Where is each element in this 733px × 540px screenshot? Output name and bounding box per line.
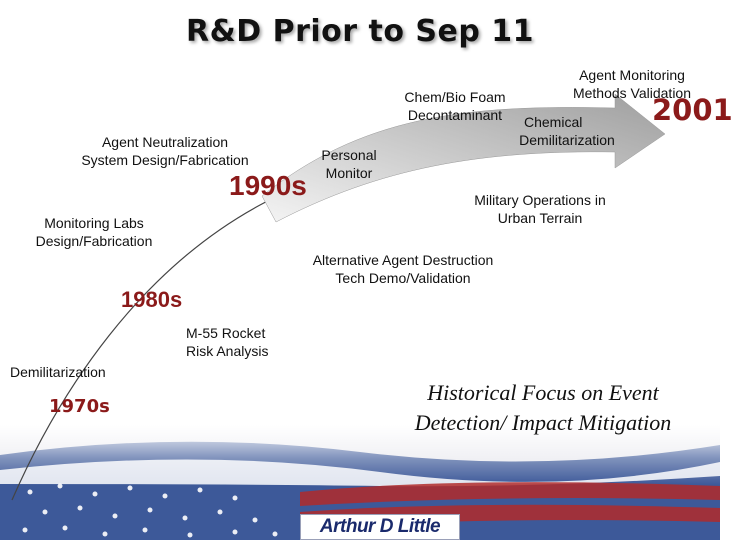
milestone-line: Monitoring Labs: [44, 215, 144, 231]
era-1970s-label: 1970s: [49, 396, 110, 417]
milestone-line: M-55 Rocket: [186, 325, 266, 341]
milestone-chem-bio-foam: Chem/Bio Foam Decontaminant: [388, 88, 522, 124]
timeline-arrow: [261, 93, 666, 223]
milestone-line: Monitor: [325, 165, 373, 181]
milestone-monitoring-labs: Monitoring Labs Design/Fabrication: [24, 214, 164, 250]
milestone-m55-rocket: M-55 Rocket Risk Analysis: [186, 324, 268, 360]
milestone-line: Urban Terrain: [497, 210, 583, 226]
milestone-line: Chemical: [524, 114, 583, 130]
milestone-line: Agent Neutralization: [101, 134, 229, 150]
milestone-demilitarization: Demilitarization: [10, 364, 106, 380]
milestone-line: Demilitarization: [519, 132, 615, 148]
arthur-d-little-logo: Arthur D Little: [300, 514, 460, 540]
page-title: R&D Prior to Sep 11: [185, 14, 535, 49]
milestone-agent-monitoring: Agent Monitoring Methods Validation: [562, 66, 702, 102]
milestone-line: Military Operations in: [474, 192, 606, 208]
milestone-line: Decontaminant: [407, 107, 503, 123]
milestone-line: Agent Monitoring: [579, 67, 685, 83]
milestone-line: Personal: [321, 147, 377, 163]
historical-focus-text: Historical Focus on Event Detection/ Imp…: [396, 378, 690, 438]
focus-line: Detection/ Impact Mitigation: [414, 410, 672, 435]
era-2001-label: 2001: [652, 93, 733, 127]
milestone-agent-neutralization: Agent Neutralization System Design/Fabri…: [60, 133, 270, 169]
milestone-alternative-agent-destruction: Alternative Agent Destruction Tech Demo/…: [296, 251, 510, 287]
milestone-military-operations: Military Operations in Urban Terrain: [458, 191, 622, 227]
focus-line: Historical Focus on Event: [427, 380, 659, 405]
era-1980s-label: 1980s: [121, 287, 183, 312]
milestone-personal-monitor: Personal Monitor: [314, 146, 384, 182]
milestone-line: Design/Fabrication: [35, 233, 153, 249]
milestone-line: Alternative Agent Destruction: [312, 252, 494, 268]
flag-background: [0, 425, 720, 540]
milestone-line: Chem/Bio Foam: [404, 89, 506, 105]
milestone-line: Risk Analysis: [186, 343, 269, 359]
milestone-chemical-demilitarization: Chemical Demilitarization: [506, 113, 628, 149]
milestone-line: Tech Demo/Validation: [335, 270, 471, 286]
era-1990s-label: 1990s: [229, 170, 307, 201]
milestone-line: Methods Validation: [572, 85, 692, 101]
milestone-line: System Design/Fabrication: [81, 152, 249, 168]
